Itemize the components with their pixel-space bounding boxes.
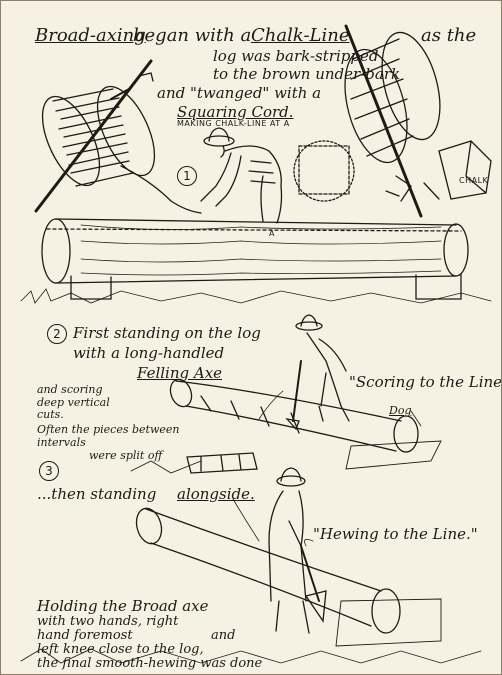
title-began-with: began with a xyxy=(133,25,252,46)
felling-axe-label: Felling Axe xyxy=(137,364,223,382)
chalk-label: CHALK xyxy=(459,176,489,185)
hold-line-4: and xyxy=(211,628,236,643)
chalk-block-drawing xyxy=(423,140,492,200)
intro-line-2: log was bark-stripped xyxy=(213,47,379,65)
left-cord-reel-drawing xyxy=(34,59,156,213)
intro-line-4: and "twanged" with a xyxy=(157,84,322,102)
log-drawing-1 xyxy=(41,218,469,300)
title-as-the: as the xyxy=(421,25,477,46)
grass-1 xyxy=(20,288,492,304)
hold-line-2: with two hands, right xyxy=(37,614,179,629)
hold-line-3: hand foremost xyxy=(37,628,133,643)
cord-line xyxy=(120,165,202,214)
dog-label: Dog xyxy=(389,404,412,417)
intro-line-3: to the brown under-bark xyxy=(213,65,401,83)
scoring-quote: "Scoring to the Line" xyxy=(349,373,502,391)
title-broad-axing: Broad-axing xyxy=(35,25,146,46)
man-hewing-drawing xyxy=(268,467,327,634)
often-line-3: were split off xyxy=(89,449,163,462)
often-line-1: Often the pieces between xyxy=(37,423,180,436)
squaring-diagram xyxy=(293,140,355,202)
scoring-line-2: deep vertical xyxy=(37,396,110,409)
hewing-quote: "Hewing to the Line." xyxy=(313,525,478,543)
panel3-line-1b: alongside. xyxy=(177,485,255,503)
split-piece-drawing xyxy=(186,452,258,474)
marker-a: A xyxy=(269,229,275,238)
step-number-2: 2 xyxy=(47,324,67,344)
scoring-line-1: and scoring xyxy=(37,383,103,396)
hold-line-5: left knee close to the log, xyxy=(37,642,204,657)
step-number-3: 3 xyxy=(39,461,59,481)
often-line-2: intervals xyxy=(37,436,86,449)
scoring-line-3: cuts. xyxy=(37,408,64,421)
panel3-line-1a: ...then standing xyxy=(37,485,157,503)
log-drawing-3 xyxy=(135,507,442,647)
chalk-line xyxy=(46,228,462,232)
grass-3 xyxy=(20,648,482,664)
hold-line-6: the final smooth-hewing was done xyxy=(37,656,263,671)
step-number-1: 1 xyxy=(177,166,197,186)
title-chalk-line: Chalk-Line xyxy=(251,25,350,46)
caption-making-chalk-line: MAKING CHALK-LINE AT A xyxy=(177,119,290,128)
hold-line-1: Holding the Broad axe xyxy=(37,597,209,615)
man-snapping-line-drawing xyxy=(200,127,283,224)
intro-line-5: Squaring Cord. xyxy=(177,103,294,121)
panel2-line-2: with a long-handled xyxy=(73,344,225,362)
man-scoring-drawing xyxy=(285,314,350,431)
right-cord-reel-drawing xyxy=(344,24,441,218)
panel2-line-1: First standing on the log xyxy=(73,324,261,342)
log-drawing-2 xyxy=(169,378,442,470)
